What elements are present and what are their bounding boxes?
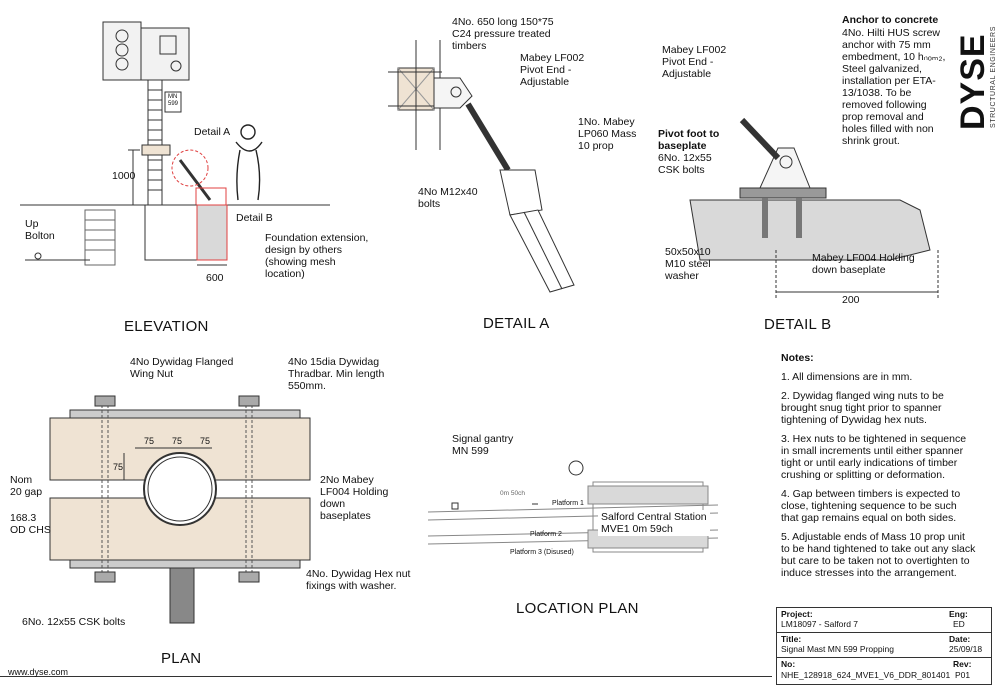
detail-b-baseplate-label: Mabey LF004 Holding down baseplate <box>812 252 915 276</box>
number-value: NHE_128918_624_MVE1_V6_DDR_801401 <box>781 670 951 680</box>
title-label: Title: <box>781 634 802 644</box>
detail-a-timbers-label: 4No. 650 long 150*75 C24 pressure treate… <box>452 16 554 52</box>
note-item: 2. Dywidag flanged wing nuts to be broug… <box>781 390 944 426</box>
footer-website: www.dyse.com <box>8 667 69 677</box>
rev-label: Rev: <box>953 659 972 669</box>
logo-name: DYSE <box>954 33 992 130</box>
detail-a-bolts-label: 4No M12x40 bolts <box>418 186 478 210</box>
plan-hex-nut-label: 4No. Dywidag Hex nut fixings with washer… <box>306 568 411 592</box>
detail-b-pivot-foot-heading: Pivot foot to baseplate <box>658 128 720 152</box>
location-gantry-label: Signal gantry MN 599 <box>452 433 514 457</box>
detail-b-pivot-foot-body: 6No. 12x55 CSK bolts <box>658 152 712 176</box>
location-platform-3: Platform 3 (Disused) <box>510 549 574 556</box>
detail-b-anchor-body: 4No. Hilti HUS screw anchor with 75 mm e… <box>842 27 946 147</box>
elevation-height-dim: 1000 <box>112 170 136 182</box>
project-label: Project: <box>781 609 813 619</box>
date-value: 25/09/18 <box>949 644 983 654</box>
plan-dim-1: 75 <box>144 436 155 446</box>
dyse-logo: DYSE STRUCTURAL ENGINEERS <box>952 2 998 132</box>
detail-b-title: DETAIL B <box>764 316 832 333</box>
location-platform-2: Platform 2 <box>530 531 562 538</box>
plan-wing-nut-label: 4No Dywidag Flanged Wing Nut <box>130 356 234 380</box>
plan-csk-bolts-label: 6No. 12x55 CSK bolts <box>22 616 126 628</box>
elevation-title: ELEVATION <box>124 318 209 335</box>
plan-chs-label: 168.3 OD CHS <box>10 512 51 536</box>
detail-a-drawing <box>388 40 575 293</box>
location-platform-1: Platform 1 <box>552 500 584 507</box>
detail-b-callout: Detail B <box>236 212 273 224</box>
detail-a-callout: Detail A <box>194 126 231 138</box>
location-station-label: Salford Central Station MVE1 0m 59ch <box>598 510 710 536</box>
title-block: Project: LM18097 - Salford 7 Eng: ED Tit… <box>776 607 992 685</box>
signal-sign-text: MN 599 <box>168 94 179 107</box>
plan-dim-2: 75 <box>172 436 183 446</box>
eng-value: ED <box>953 619 965 629</box>
title-value: Signal Mast MN 599 Propping <box>781 644 894 654</box>
plan-title: PLAN <box>161 650 202 667</box>
detail-b-washer-label: 50x50x10 M10 steel washer <box>665 246 711 282</box>
location-chainage: 0m 50ch <box>500 490 525 497</box>
note-item: 3. Hex nuts to be tightened in sequence … <box>781 433 967 481</box>
logo-tagline: STRUCTURAL ENGINEERS <box>990 26 997 128</box>
rev-value: P01 <box>955 670 971 680</box>
eng-label: Eng: <box>949 609 968 619</box>
location-plan-title: LOCATION PLAN <box>516 600 639 617</box>
detail-b-drawing <box>689 117 939 300</box>
detail-b-width-dim: 200 <box>842 294 860 306</box>
detail-a-title: DETAIL A <box>483 315 550 332</box>
foundation-note: Foundation extension, design by others (… <box>265 232 369 280</box>
plan-drawing <box>49 395 311 624</box>
note-item: 1. All dimensions are in mm. <box>781 371 913 383</box>
notes-heading: Notes: <box>781 352 814 364</box>
plan-baseplates-label: 2No Mabey LF004 Holding down baseplates <box>320 474 389 522</box>
project-value: LM18097 - Salford 7 <box>781 619 859 629</box>
elevation-width-dim: 600 <box>206 272 224 284</box>
date-label: Date: <box>949 634 971 644</box>
note-item: 4. Gap between timbers is expected to cl… <box>781 488 961 524</box>
plan-gap-label: Nom 20 gap <box>10 474 43 498</box>
detail-b-pivot-label: Mabey LF002 Pivot End - Adjustable <box>662 44 727 80</box>
note-item: 5. Adjustable ends of Mass 10 prop unit … <box>781 531 976 579</box>
detail-a-pivot-label: Mabey LF002 Pivot End - Adjustable <box>520 52 585 88</box>
plan-dim-3: 75 <box>200 436 211 446</box>
notes-panel: Notes: 1. All dimensions are in mm. 2. D… <box>781 352 976 586</box>
detail-b-anchor-heading: Anchor to concrete <box>842 14 939 26</box>
up-bolton-label: Up Bolton <box>25 218 55 242</box>
elevation-drawing <box>20 21 330 266</box>
plan-dim-4: 75 <box>113 462 124 472</box>
plan-thradbar-label: 4No 15dia Dywidag Thradbar. Min length 5… <box>288 356 385 392</box>
detail-a-prop-label: 1No. Mabey LP060 Mass 10 prop <box>578 116 637 152</box>
number-label: No: <box>781 659 796 669</box>
